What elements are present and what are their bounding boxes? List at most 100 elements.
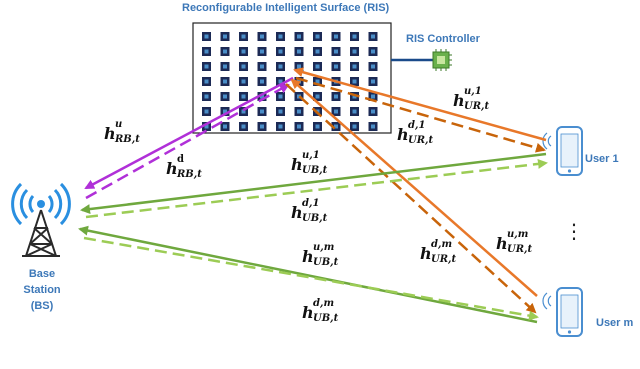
ris-element-core: [260, 34, 264, 39]
ris-element-core: [223, 64, 227, 69]
channel-subscript: UR,t: [408, 135, 434, 146]
bs-label-line-3: (BS): [30, 300, 54, 312]
ris-element-core: [278, 49, 283, 54]
user-1-label: User 1: [585, 153, 619, 165]
arrow-bs-to-userm-downlink: [83, 236, 539, 321]
arrow-userm-to-bs-uplink: [78, 225, 538, 324]
channel-subscript: RB,t: [115, 134, 140, 145]
channel-superscript: u,1: [464, 86, 482, 97]
channel-label-h-rb-u: h u RB,t: [104, 120, 140, 145]
ris-element-core: [315, 94, 320, 99]
channel-label-h-rb-d: h d RB,t: [166, 155, 202, 180]
channel-subscript: RB,t: [177, 169, 202, 180]
base-station-label: Base Station (BS): [20, 266, 64, 314]
ris-element-core: [223, 79, 227, 84]
ris-element-core: [204, 49, 209, 54]
ris-element-core: [278, 109, 283, 114]
ris-title: Reconfigurable Intelligent Surface (RIS): [182, 2, 390, 14]
ris-element-core: [371, 79, 375, 84]
ris-element-core: [352, 94, 357, 99]
channel-label-h-ub-u1: h u,1 UB,t: [291, 151, 327, 176]
ris-element-core: [334, 94, 338, 99]
ris-element-core: [204, 94, 209, 99]
ris-element-grid: [202, 32, 378, 131]
channel-base: h: [104, 124, 116, 143]
ris-element-core: [315, 34, 320, 39]
ris-element-core: [241, 94, 246, 99]
channel-label-h-ur-dm: h d,m UR,t: [420, 240, 456, 265]
ris-element-core: [260, 79, 264, 84]
base-station-tower-icon: [22, 209, 60, 257]
ris-element-core: [352, 124, 357, 129]
channel-label-h-ur-um: h u,m UR,t: [496, 230, 532, 255]
channel-base: h: [496, 234, 508, 253]
channel-superscript: d,1: [408, 120, 426, 131]
ris-element-core: [241, 64, 246, 69]
channel-superscript: u,m: [507, 229, 529, 240]
ris-element-core: [278, 64, 283, 69]
channel-subscript: UR,t: [431, 254, 457, 265]
channel-label-h-ub-dm: h d,m UB,t: [302, 299, 338, 324]
ris-element-core: [352, 64, 357, 69]
user-m-label: User m: [596, 317, 634, 329]
ris-element-core: [204, 34, 209, 39]
ris-element-core: [352, 79, 357, 84]
channel-superscript: d: [177, 154, 184, 165]
ris-element-core: [223, 109, 227, 114]
signal-waves-icon: [11, 182, 71, 226]
channel-subscript: UR,t: [507, 244, 533, 255]
ris-element-core: [371, 49, 375, 54]
arrow-ris-to-user1-downlink: [295, 76, 546, 153]
channel-label-h-ub-um: h u,m UB,t: [302, 243, 338, 268]
ris-element-core: [260, 64, 264, 69]
ris-element-core: [371, 34, 375, 39]
ris-element-core: [223, 124, 227, 129]
arrow-user1-to-bs-uplink: [80, 152, 547, 215]
ris-element-core: [334, 109, 338, 114]
ris-element-core: [204, 109, 209, 114]
ris-element-core: [260, 49, 264, 54]
ris-element-core: [223, 94, 227, 99]
channel-superscript: u,1: [302, 150, 320, 161]
ris-element-core: [334, 124, 338, 129]
ris-element-core: [297, 124, 301, 129]
channel-base: h: [453, 91, 465, 110]
ris-element-core: [297, 109, 301, 114]
channel-superscript: d,m: [431, 239, 453, 250]
arrow-bs-to-user1-downlink: [85, 158, 548, 219]
arrow-bs-to-ris-downlink: [85, 83, 290, 200]
channel-base: h: [291, 203, 303, 222]
ris-element-core: [278, 124, 283, 129]
user-m-phone-icon: [542, 287, 583, 337]
ris-element-core: [204, 124, 209, 129]
channel-label-h-ur-u1: h u,1 UR,t: [453, 87, 489, 112]
channel-superscript: u: [115, 119, 123, 130]
ris-element-core: [204, 64, 209, 69]
channel-label-h-ur-d1: h d,1 UR,t: [397, 121, 433, 146]
channel-subscript: UB,t: [313, 313, 339, 324]
ris-element-core: [371, 124, 375, 129]
channel-base: h: [302, 247, 314, 266]
user-1-phone-icon: [542, 126, 583, 176]
ris-element-core: [334, 64, 338, 69]
ris-element-core: [315, 79, 320, 84]
arrow-ris-to-userm-downlink: [285, 83, 537, 314]
bs-label-line-2: Station: [23, 284, 61, 296]
channel-superscript: d,m: [313, 298, 335, 309]
ris-element-core: [334, 34, 338, 39]
channel-label-h-ub-d1: h d,1 UB,t: [291, 199, 327, 224]
ris-element-core: [315, 64, 320, 69]
arrow-userm-to-ris-uplink: [290, 78, 538, 297]
ris-element-core: [297, 34, 301, 39]
arrow-user1-to-ris-uplink: [293, 67, 547, 142]
bs-label-line-1: Base: [28, 268, 56, 280]
ris-element-core: [352, 109, 357, 114]
channel-subscript: UB,t: [302, 165, 328, 176]
ris-element-core: [371, 64, 375, 69]
ris-element-core: [204, 79, 209, 84]
ris-element-core: [315, 49, 320, 54]
ris-element-core: [297, 64, 301, 69]
ris-element-core: [352, 34, 357, 39]
channel-subscript: UB,t: [302, 213, 328, 224]
